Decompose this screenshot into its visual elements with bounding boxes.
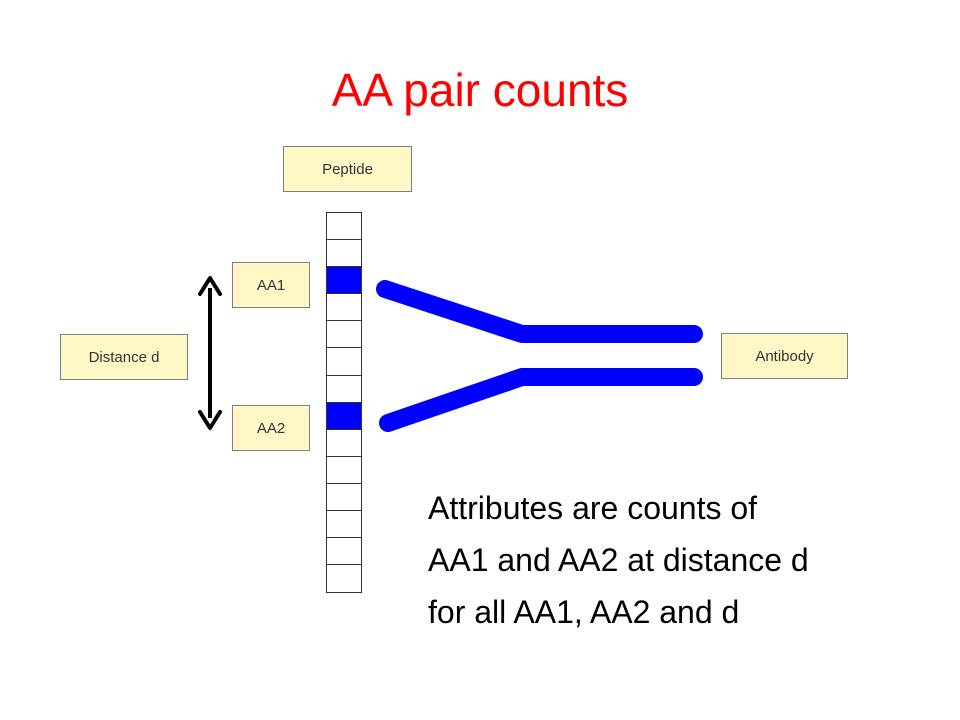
antibody-label: Antibody — [721, 333, 848, 379]
distance-label: Distance d — [60, 334, 188, 380]
peptide-residue — [326, 347, 362, 377]
peptide-residue — [326, 428, 362, 458]
peptide-residue — [326, 482, 362, 512]
peptide-residue — [326, 510, 362, 539]
peptide-residue — [326, 564, 362, 593]
caption-line-1: Attributes are counts of — [428, 490, 758, 526]
peptide-residue-highlighted — [326, 401, 362, 431]
peptide-residue — [326, 320, 362, 349]
peptide-residue-highlighted — [326, 266, 362, 295]
peptide-residue — [326, 293, 362, 322]
aa2-label: AA2 — [232, 405, 310, 451]
aa1-label: AA1 — [232, 262, 310, 308]
distance-arrow — [198, 276, 222, 430]
peptide-residue — [326, 537, 362, 566]
antibody-lower-arm — [379, 368, 703, 432]
slide-title: AA pair counts — [331, 64, 629, 116]
antibody-shape — [376, 280, 703, 432]
peptide-label: Peptide — [283, 146, 412, 192]
peptide-residue — [326, 239, 362, 268]
peptide-residue — [326, 212, 362, 241]
peptide-strip — [326, 212, 362, 593]
antibody-upper-arm — [376, 280, 703, 343]
caption-line-2: AA1 and AA2 at distance d — [428, 542, 809, 578]
caption: Attributes are counts of AA1 and AA2 at … — [428, 482, 809, 638]
peptide-residue — [326, 455, 362, 485]
caption-line-3: for all AA1, AA2 and d — [428, 594, 740, 630]
peptide-residue — [326, 374, 362, 404]
